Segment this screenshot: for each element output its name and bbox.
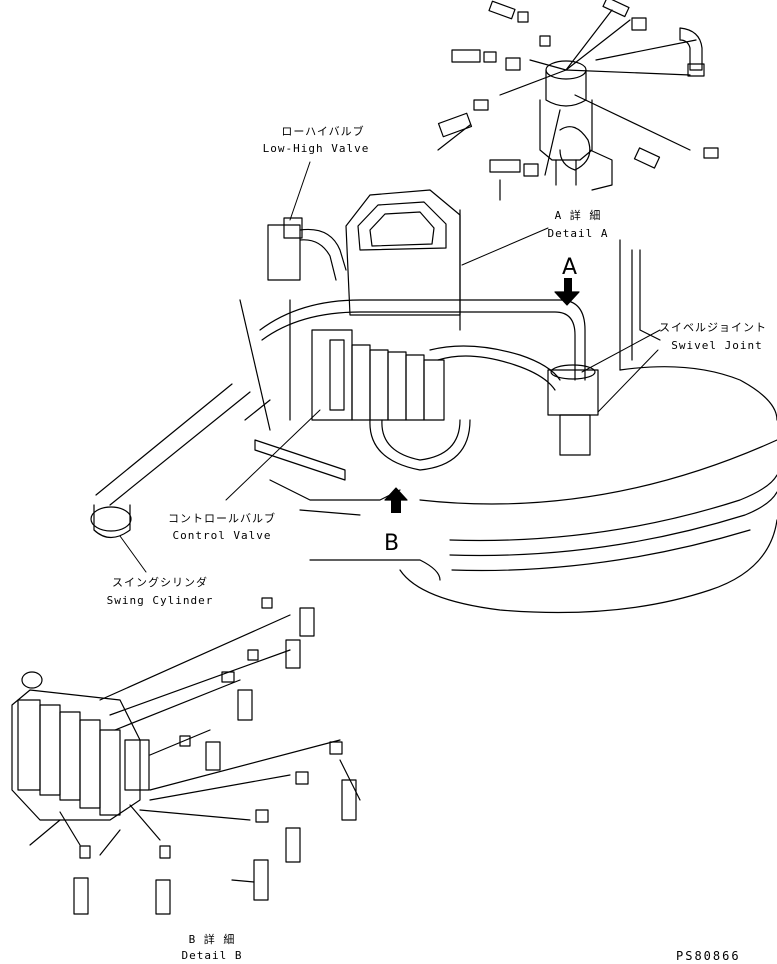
detail-b-drawing <box>11 597 361 915</box>
swivel-joint-label-jp: スイベルジョイント <box>659 321 767 334</box>
detail-a-drawing <box>437 0 719 201</box>
low-high-valve-label-jp: ローハイバルブ <box>281 125 365 138</box>
detail-b-fittings <box>73 597 357 915</box>
control-valve-label-jp: コントロールバルブ <box>168 512 276 525</box>
view-arrow-b <box>384 487 408 513</box>
view-marker-b: B <box>384 531 400 556</box>
view-marker-a: A <box>562 255 578 280</box>
swing-cylinder-label-jp: スイングシリンダ <box>112 576 208 589</box>
swing-cylinder-label-en: Swing Cylinder <box>106 594 214 607</box>
control-valve-label-en: Control Valve <box>172 529 272 542</box>
detail-a-label-en: Detail A <box>547 227 609 240</box>
detail-b-label-jp: B 詳 細 <box>188 933 236 946</box>
machine-main-view <box>90 189 777 614</box>
low-high-valve-label-en: Low-High Valve <box>262 142 370 155</box>
detail-a-label-jp: A 詳 細 <box>554 209 602 222</box>
view-arrow-a <box>554 278 580 306</box>
leader-lines <box>119 161 661 573</box>
detail-a-fittings <box>437 0 719 177</box>
drawing-number: PS80866 <box>676 949 741 963</box>
swivel-joint-label-en: Swivel Joint <box>671 339 763 352</box>
detail-b-label-en: Detail B <box>181 949 243 962</box>
